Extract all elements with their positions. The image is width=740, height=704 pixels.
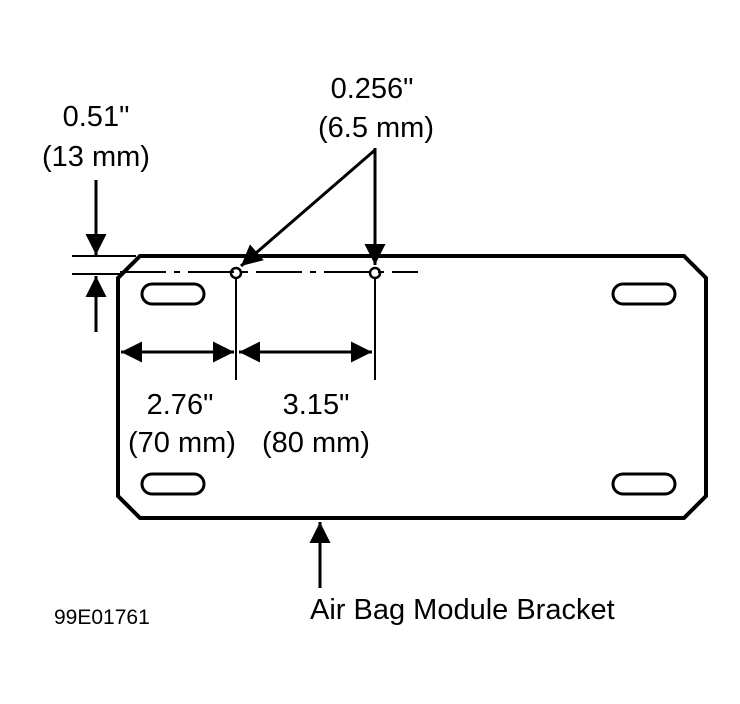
bracket-outline bbox=[116, 254, 708, 520]
bracket-label: Air Bag Module Bracket bbox=[310, 594, 615, 626]
offset-mm-label: (13 mm) bbox=[42, 141, 150, 173]
hole-spacing-inches-label: 3.15" bbox=[283, 389, 350, 421]
slot-top-right bbox=[611, 282, 677, 306]
hole-diameter-mm-label: (6.5 mm) bbox=[318, 112, 434, 144]
slot-bottom-right bbox=[611, 472, 677, 496]
offset-inches-label: 0.51" bbox=[63, 101, 130, 133]
figure-id: 99E01761 bbox=[54, 606, 150, 629]
hole-diameter-inches-label: 0.256" bbox=[331, 73, 414, 105]
hole-spacing-mm-label: (80 mm) bbox=[262, 427, 370, 459]
slot-bottom-left bbox=[140, 472, 206, 496]
diameter-leader-diagonal bbox=[240, 148, 376, 268]
first-hole-distance-mm-label: (70 mm) bbox=[128, 427, 236, 459]
slot-top-left bbox=[140, 282, 206, 306]
first-hole-distance-inches-label: 2.76" bbox=[147, 389, 214, 421]
